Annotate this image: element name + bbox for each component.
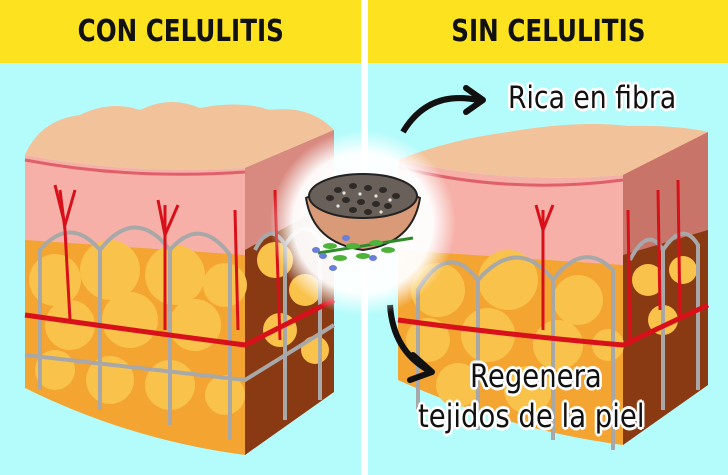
benefit-regenerates-line-2: tejidos de la piel — [418, 397, 645, 435]
herb-sprig-icon — [312, 235, 414, 271]
header-con-celulitis: CON CELULITIS — [0, 0, 361, 63]
skin-smooth-illustration — [387, 85, 710, 450]
arrow-up-icon — [400, 95, 479, 134]
chia-bowl-illustration — [270, 130, 456, 316]
panel-title: CON CELULITIS — [77, 14, 284, 49]
skin-cellulite-illustration — [24, 101, 336, 455]
benefit-regenerates-line-1: Regenera — [470, 357, 602, 395]
benefit-rich-in-fiber: Rica en fibra — [508, 80, 677, 116]
bowl-icon — [304, 173, 422, 252]
panel-title: SIN CELULITIS — [450, 14, 646, 49]
header-sin-celulitis: SIN CELULITIS — [368, 0, 728, 63]
